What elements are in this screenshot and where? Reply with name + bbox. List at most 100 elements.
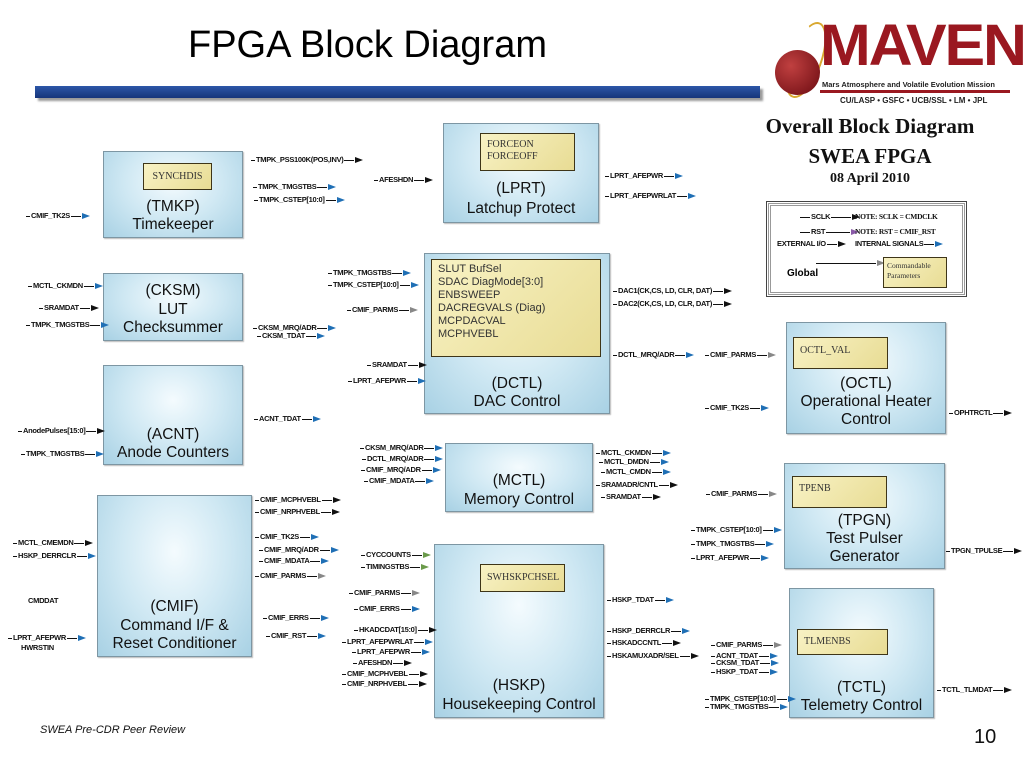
signal-tmkp: TMPK_CSTEP[10:0] — [253, 196, 345, 204]
signal-hskp: HSKADCCNTL — [606, 639, 682, 647]
block-lprt: FORCEON FORCEOFF (LPRT) Latchup Protect — [443, 123, 599, 223]
block-name: Operational Heater — [800, 393, 932, 410]
signal-tmkp: CMIF_TK2S — [25, 212, 90, 220]
signal-mctl: SRAMDAT — [600, 493, 661, 501]
signal-label: LPRT_AFEPWR — [610, 171, 663, 180]
param: ENBSWEEP — [438, 289, 501, 301]
signal-cksm: CKSM_MRQ/ADR — [252, 324, 337, 332]
arrow-icon — [769, 653, 778, 659]
signal-hskp: TIMINGSTBS — [360, 562, 430, 571]
signal-label: TMPK_TMGSTBS — [696, 539, 755, 548]
arrow-icon — [686, 352, 695, 358]
block-octl: OCTL_VAL (OCTL) Operational Heater Contr… — [786, 322, 946, 434]
page-title: FPGA Block Diagram — [188, 24, 547, 66]
logo-wordmark: MAVEN — [820, 13, 1024, 78]
signal-tpgn: TPGN_TPULSE — [945, 547, 1023, 555]
arrow-icon — [432, 467, 441, 473]
signal-label: MCTL_DMDN — [604, 457, 649, 466]
arrow-icon — [81, 213, 90, 219]
arrow-icon — [688, 193, 697, 199]
signal-label: CMIF_NRPHVEBL — [260, 507, 320, 516]
signal-acnt: ACNT_TDAT — [253, 415, 321, 423]
block-abbr: (ACNT) — [146, 426, 200, 443]
signal-label: MCTL_CKMDN — [601, 448, 651, 457]
signal-label: CMIF_TK2S — [31, 211, 70, 220]
block-mctl: (MCTL) Memory Control — [445, 443, 593, 512]
arrow-icon — [425, 177, 434, 183]
signal-hskp: HSKP_TDAT — [606, 596, 674, 604]
arrow-icon — [1014, 548, 1023, 554]
param-box: SLUT BufSel SDAC DiagMode[3:0] ENBSWEEP … — [431, 259, 601, 357]
signal-mctl: CMIF_MRQ/ADR — [360, 466, 441, 474]
signal-cmif: CMIF_NRPHVEBL — [254, 508, 340, 516]
signal-label: CMIF_ERRS — [268, 613, 309, 622]
signal-label: CMIF_PARMS — [260, 571, 307, 580]
signal-label: HSKP_TDAT — [716, 667, 758, 676]
legend-params-box: Commandable Parameters — [883, 257, 947, 288]
signal-label: TMPK_PSS100K(POS,INV) — [256, 155, 344, 164]
signal-label: HWRSTIN — [21, 643, 54, 652]
signal-cmif: CMIF_PARMS — [254, 571, 327, 580]
legend-global: Global — [787, 268, 819, 279]
arrow-icon — [96, 451, 105, 457]
signal-label: TMPK_TMGSTBS — [26, 449, 85, 458]
arrow-icon — [674, 173, 683, 179]
diagram-heading: Overall Block Diagram — [765, 114, 975, 138]
arrow-icon — [336, 197, 345, 203]
signal-tpgn: TMPK_TMGSTBS — [690, 539, 775, 548]
arrow-icon — [417, 378, 426, 384]
title-bar — [35, 86, 760, 98]
signal-cmif: CMIF_ERRS — [262, 614, 329, 622]
block-name: DAC Control — [473, 393, 561, 410]
signal-dctl: DCTL_MRQ/ADR — [612, 350, 695, 359]
signal-tctl: CKSM_TDAT — [710, 659, 779, 667]
arrow-icon — [418, 362, 427, 368]
signal-label: DCTL_MRQ/ADR — [618, 350, 675, 359]
signal-hskp: HSKP_DERRCLR — [606, 627, 691, 635]
signal-cksm: MCTL_CKMDN — [27, 282, 103, 290]
maven-logo: MAVEN Mars Atmosphere and Volatile Evolu… — [770, 10, 1024, 110]
signal-dctl: CMIF_PARMS — [346, 306, 419, 314]
signal-dctl: TMPK_TMGSTBS — [327, 268, 412, 277]
param: SLUT BufSel — [438, 263, 502, 275]
signal-label: DCTL_MRQ/ADR — [367, 454, 424, 463]
signal-acnt: TMPK_TMGSTBS — [20, 449, 105, 458]
arrow-icon — [1004, 687, 1013, 693]
signal-label: CMIF_MDATA — [264, 556, 310, 565]
signal-label: CMIF_MRQ/ADR — [264, 545, 319, 554]
signal-tmkp: TMPK_TMGSTBS — [252, 183, 337, 191]
signal-label: HSKP_TDAT — [612, 595, 654, 604]
signal-label: TMPK_TMGSTBS — [31, 320, 90, 329]
arrow-icon — [355, 157, 364, 163]
signal-label: MCTL_CMEMDN — [18, 538, 74, 547]
signal-cksm: CKSM_TDAT — [256, 332, 325, 340]
block-abbr: (CMIF) — [150, 598, 199, 615]
signal-mctl: MCTL_DMDN — [598, 458, 669, 466]
arrow-icon — [774, 642, 783, 648]
signal-label: SRAMDAT — [606, 492, 641, 501]
signal-label: TMPK_TMGSTBS — [333, 268, 392, 277]
signal-hskp: CMIF_MCPHVEBL — [341, 670, 428, 678]
arrow-icon — [426, 478, 435, 484]
signal-label: CKSM_TDAT — [262, 331, 305, 340]
block-name: Housekeeping Control — [442, 696, 596, 713]
signal-cmif: CMIF_MCPHVEBL — [254, 496, 341, 504]
signal-label: TIMINGSTBS — [366, 562, 410, 571]
diagram-date: 08 April 2010 — [829, 171, 911, 186]
block-name: Command I/F & — [120, 617, 229, 634]
param-box: TLMENBS — [797, 629, 888, 655]
signal-tctl: TMPK_CSTEP[10:0] — [704, 695, 796, 703]
arrow-icon — [317, 333, 325, 339]
signal-label: CMIF_MRQ/ADR — [366, 465, 421, 474]
signal-mctl: CMIF_MDATA — [363, 477, 435, 485]
arrow-icon — [403, 270, 412, 276]
signal-label: OPHTRCTL — [954, 408, 993, 417]
arrow-icon — [330, 547, 339, 553]
page-number: 10 — [974, 726, 997, 748]
arrow-icon — [435, 445, 444, 451]
block-name: Generator — [829, 548, 900, 565]
footer-text: SWEA Pre-CDR Peer Review — [40, 724, 186, 736]
block-abbr: (DCTL) — [491, 375, 543, 392]
signal-cmif: CMIF_TK2S — [254, 533, 319, 541]
signal-mctl: MCTL_CMDN — [600, 468, 671, 476]
